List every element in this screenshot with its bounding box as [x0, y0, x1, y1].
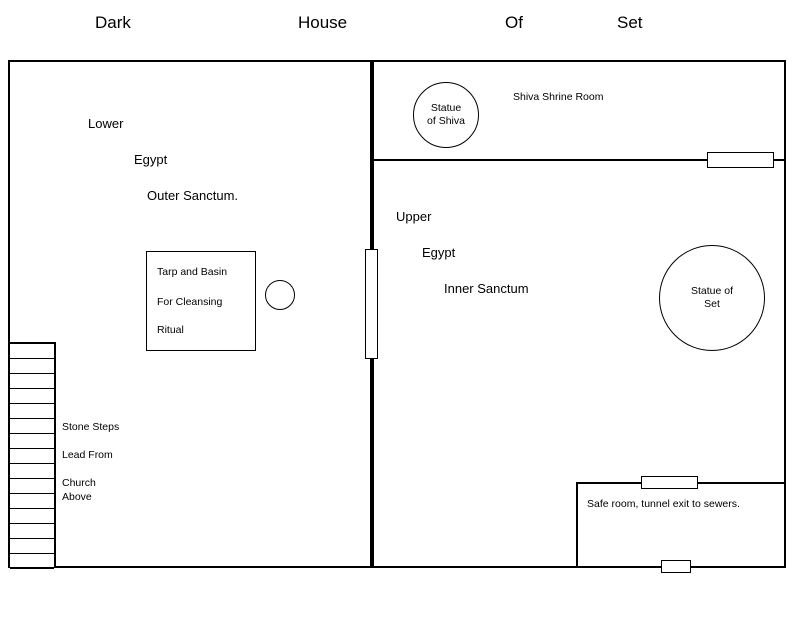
stair-tread: [10, 419, 54, 434]
stair-tread: [10, 479, 54, 494]
outer-sanctum-line-3: Outer Sanctum.: [147, 188, 239, 203]
inner-sanctum-line-2: Egypt: [422, 245, 456, 260]
stone-steps-staircase: [8, 342, 56, 569]
basin-circle: [265, 280, 295, 310]
statue-of-set-label-line2: Set: [704, 298, 720, 310]
stair-tread: [10, 494, 54, 509]
wall-exterior-right: [784, 60, 786, 568]
tarp-box-line-1: Tarp and Basin: [157, 266, 228, 278]
wall-safe-room-west: [576, 482, 578, 568]
tarp-and-basin-box: Tarp and Basin For Cleansing Ritual: [146, 251, 256, 351]
title-word-of: Of: [505, 13, 523, 32]
stair-tread: [10, 554, 54, 569]
statue-of-set-label-line1: Statue of: [690, 285, 734, 297]
tarp-box-line-3: Ritual: [157, 324, 184, 336]
outer-sanctum-line-1: Lower: [88, 116, 124, 131]
stair-tread: [10, 449, 54, 464]
stairs-label-line-3: Church: [62, 477, 96, 489]
statue-of-shiva-circle: Statue of Shiva: [413, 82, 479, 148]
stairs-label-line-2: Lead From: [62, 449, 113, 461]
tarp-box-line-2: For Cleansing: [157, 296, 223, 308]
safe-room-label: Safe room, tunnel exit to sewers.: [587, 498, 740, 510]
stairs-label-line-1: Stone Steps: [62, 421, 120, 433]
inner-sanctum-line-1: Upper: [396, 209, 432, 224]
title-word-dark: Dark: [95, 13, 131, 32]
stairs-label-line-4: Above: [62, 491, 92, 503]
wall-exterior-top: [8, 60, 786, 62]
stair-tread: [10, 509, 54, 524]
statue-of-shiva-label-line1: Statue: [430, 102, 462, 114]
stair-tread: [10, 524, 54, 539]
wall-exterior-bottom: [8, 566, 786, 568]
statue-of-shiva-label-line2: of Shiva: [427, 115, 465, 127]
stair-tread: [10, 464, 54, 479]
stair-tread: [10, 389, 54, 404]
stair-tread: [10, 404, 54, 419]
title-word-house: House: [298, 13, 348, 32]
statue-of-set-circle: Statue of Set: [659, 245, 765, 351]
stair-tread: [10, 344, 54, 359]
stair-tread: [10, 359, 54, 374]
door-sewer-tunnel-exit[interactable]: [661, 560, 691, 573]
stair-tread: [10, 374, 54, 389]
door-central-wall[interactable]: [365, 249, 378, 359]
door-safe-room-north[interactable]: [641, 476, 698, 489]
shiva-shrine-room-label: Shiva Shrine Room: [513, 91, 604, 103]
door-shrine-room-east[interactable]: [707, 152, 774, 168]
stair-tread: [10, 434, 54, 449]
inner-sanctum-line-3: Inner Sanctum: [444, 281, 529, 296]
outer-sanctum-line-2: Egypt: [134, 152, 168, 167]
title-word-set: Set: [617, 13, 643, 32]
wall-exterior-left: [8, 60, 10, 344]
stair-tread: [10, 539, 54, 554]
wall-shrine-room-south: [372, 159, 786, 161]
